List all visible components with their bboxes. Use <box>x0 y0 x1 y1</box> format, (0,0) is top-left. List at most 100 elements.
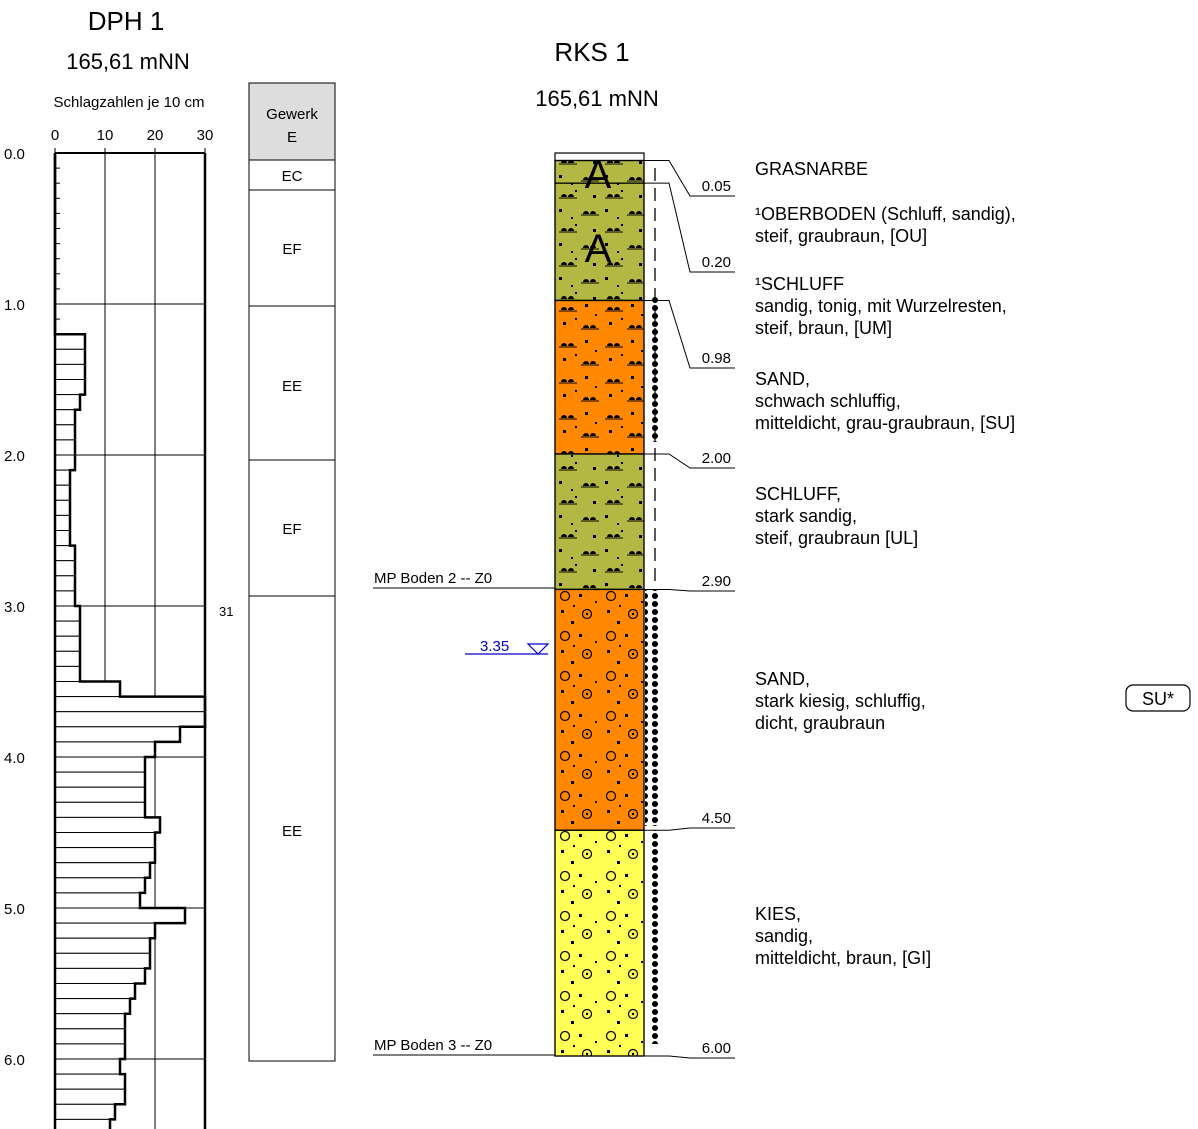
dph-blow-bar <box>54 1028 126 1045</box>
dph-blow-bar <box>54 530 71 547</box>
rks-layer-description: mitteldicht, grau-graubraun, [SU] <box>755 413 1015 433</box>
rks-depth-label: 0.05 <box>702 178 731 195</box>
dph-x-tick-label: 0 <box>51 127 59 144</box>
rks-depth-label: 0.98 <box>702 350 731 367</box>
dph-blow-bar <box>54 952 151 969</box>
rks-depth-leader <box>644 1055 735 1059</box>
rks-title: RKS 1 <box>554 37 629 67</box>
dph-x-tick-label: 10 <box>97 127 114 144</box>
gewerk-column: Gewerk E EC EF EE EF EE <box>248 82 336 1062</box>
dph-blow-bar <box>54 590 76 607</box>
rks-layer-description: SAND, <box>755 369 810 389</box>
moisture-dots <box>651 296 661 442</box>
dph-blow-bar <box>54 756 146 773</box>
gewerk-class-label: EC <box>282 168 303 185</box>
rks-layer-description: stark kiesig, schluffig, <box>755 691 926 711</box>
rks-layer-description: dicht, graubraun <box>755 713 885 733</box>
dph-depth-ticks: 0.01.02.03.04.05.06.0 <box>4 146 60 1120</box>
dph-blow-bar <box>54 937 151 954</box>
dph-blow-bar <box>54 484 71 501</box>
rks-layer-description: KIES, <box>755 904 801 924</box>
dph-blow-bar <box>54 1103 116 1120</box>
topsoil-symbol: A <box>585 153 612 197</box>
dph-blow-bar <box>54 1058 121 1075</box>
dph-blow-bar <box>54 726 181 743</box>
dph-max-value-label: 31 <box>219 604 233 619</box>
dph-blow-bar <box>54 892 141 909</box>
dph-blow-bar <box>54 575 76 592</box>
rks-layer-stack <box>554 152 645 1057</box>
dph-blow-bar <box>54 1088 126 1105</box>
rks-layer-description: steif, graubraun, [OU] <box>755 226 927 246</box>
dph-blow-bar <box>54 348 86 365</box>
rks-depth-leader <box>644 182 735 273</box>
dph-elevation: 165,61 mNN <box>66 49 190 74</box>
rks-depth-label: 2.90 <box>702 573 731 590</box>
moisture-dots <box>645 589 655 826</box>
dph-depth-tick-label: 6.0 <box>4 1052 25 1069</box>
dph-blow-bar <box>54 665 81 683</box>
gewerk-class-label: EE <box>282 378 302 395</box>
dph-blow-bar <box>54 363 86 380</box>
rks-layer-description: mitteldicht, braun, [GI] <box>755 948 931 968</box>
dph-blow-count-bars <box>53 153 207 1129</box>
dph-blow-bar <box>54 635 81 652</box>
dph-depth-tick-label: 5.0 <box>4 901 25 918</box>
rks-depth-leader <box>644 160 735 197</box>
rks-depth-label: 6.00 <box>702 1040 731 1057</box>
dph-blow-bar <box>54 560 76 577</box>
rks-layer-description: ¹OBERBODEN (Schluff, sandig), <box>755 204 1016 224</box>
dph-blow-bar <box>54 620 81 637</box>
dph-blow-bar <box>54 967 146 985</box>
dph-blow-bar <box>54 605 81 622</box>
dph-depth-tick-label: 1.0 <box>4 297 25 314</box>
dph-blow-bar <box>54 711 206 728</box>
dph-depth-tick-label: 4.0 <box>4 750 25 767</box>
rks-depth-label: 4.50 <box>702 810 731 827</box>
rks-depth-leader <box>644 588 735 592</box>
rks-layer-description: sandig, tonig, mit Wurzelresten, <box>755 296 1007 316</box>
dph-blow-bar <box>54 922 156 939</box>
dph-blow-bar <box>54 1118 111 1129</box>
rks-layer-pattern <box>554 453 645 591</box>
dph-blow-bar <box>54 333 86 350</box>
rks-borehole-log: RKS 1 165,61 mNN A A 0.050.200.982.002.9… <box>373 37 1191 1059</box>
gewerk-class-label: EF <box>282 521 301 538</box>
gewerk-class-label: EF <box>282 241 301 258</box>
gewerk-header-title: Gewerk <box>266 106 318 123</box>
gewerk-header-code: E <box>287 129 297 146</box>
rks-elevation: 165,61 mNN <box>535 86 659 111</box>
dph-x-tick-label: 20 <box>147 127 164 144</box>
dph-depth-tick-label: 3.0 <box>4 599 25 616</box>
dph-blow-bar <box>54 847 156 864</box>
rks-depth-leader <box>644 453 735 469</box>
dph-blow-bar <box>54 816 161 834</box>
dph-blow-bar <box>54 499 71 516</box>
dph-blow-bar <box>54 681 121 698</box>
dph-blow-bar <box>54 394 81 411</box>
moisture-dots <box>651 830 661 1044</box>
rks-layer-description: sandig, <box>755 926 813 946</box>
dph-blow-bar <box>54 454 76 471</box>
rks-layer-pattern <box>554 299 645 455</box>
water-level-marker: 3.35 <box>465 638 550 655</box>
dph-blow-bar <box>54 650 81 667</box>
rks-layer-description: schwach schluffig, <box>755 391 901 411</box>
dph-blow-bar <box>54 983 136 1000</box>
dph-blow-bar <box>54 741 156 758</box>
dph-blow-bar <box>54 469 71 486</box>
rks-depth-label: 0.20 <box>702 254 731 271</box>
dph-blow-bar <box>54 862 151 879</box>
dph-blow-bar <box>54 1043 126 1060</box>
dph-penetration-log: DPH 1 165,61 mNN Schlagzahlen je 10 cm 0… <box>4 6 233 1129</box>
rks-layer-pattern <box>554 588 645 831</box>
rks-layer-description: ¹SCHLUFF <box>755 274 844 294</box>
dph-title: DPH 1 <box>88 6 165 36</box>
rks-layer-description: steif, graubraun [UL] <box>755 528 918 548</box>
rks-depth-labels: 0.050.200.982.002.904.506.00 <box>644 160 735 1059</box>
dph-blow-bar <box>54 696 206 713</box>
gewerk-class-label: EE <box>282 823 302 840</box>
dph-blow-bar <box>54 424 76 441</box>
